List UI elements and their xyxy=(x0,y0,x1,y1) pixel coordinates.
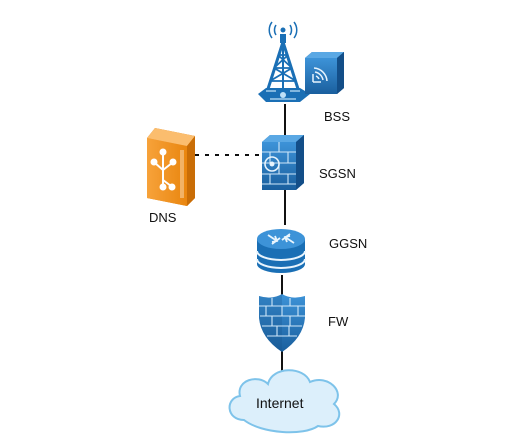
dns-server-icon xyxy=(147,128,195,206)
ggsn-label: GGSN xyxy=(329,236,368,251)
cloud-icon xyxy=(228,369,341,434)
sgsn-label: SGSN xyxy=(319,166,356,181)
connection-lines xyxy=(195,104,286,373)
dns-label: DNS xyxy=(149,210,177,225)
cell-tower-icon xyxy=(258,21,310,102)
fw-label: FW xyxy=(328,314,349,329)
internet-label: Internet xyxy=(256,395,304,411)
sgsn-switch-icon xyxy=(262,135,304,190)
firewall-shield-icon xyxy=(259,294,305,352)
base-station-icon xyxy=(305,52,344,94)
router-icon xyxy=(256,229,306,273)
bss-label: BSS xyxy=(324,109,351,124)
